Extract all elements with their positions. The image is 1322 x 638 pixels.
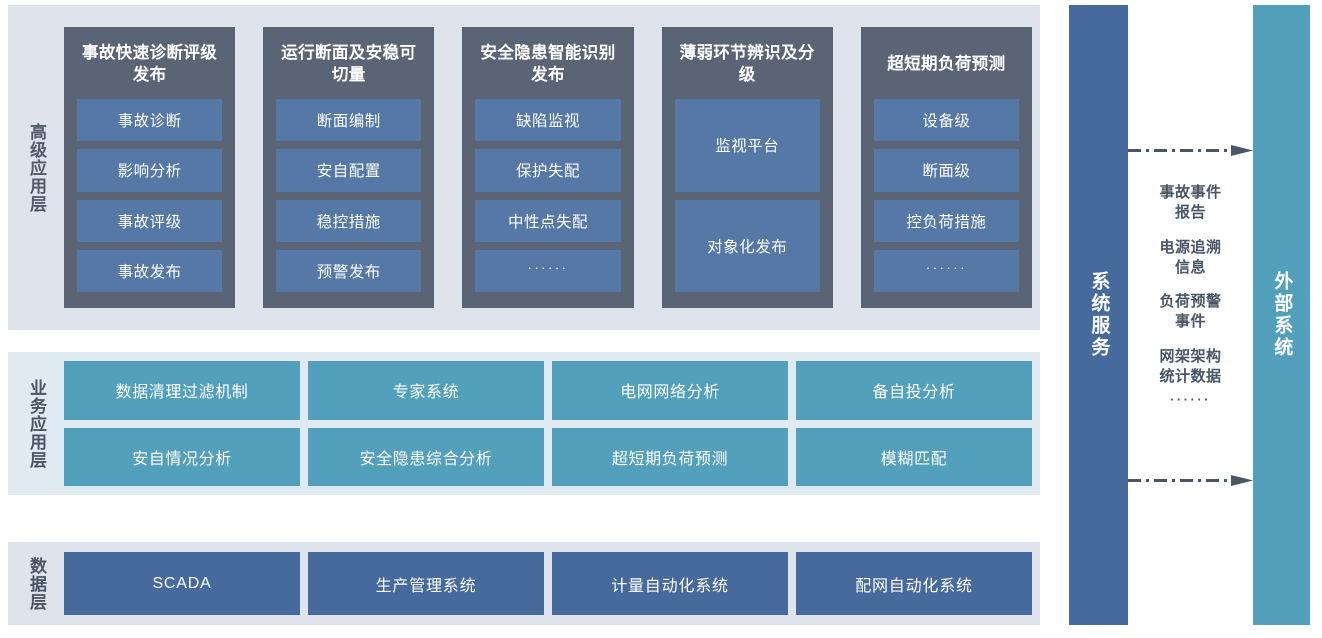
app-item[interactable]: 缺陷监视 — [475, 99, 621, 142]
app-item[interactable]: 事故诊断 — [77, 99, 223, 142]
business-application-layer: 业务应用层 数据清理过滤机制 专家系统 电网网络分析 备自投分析 安自情况分析 … — [8, 352, 1040, 495]
system-service-label: 系统服务 — [1088, 271, 1110, 359]
app-card-items: 事故诊断 影响分析 事故评级 事故发布 — [77, 99, 223, 292]
business-item[interactable]: 数据清理过滤机制 — [64, 361, 300, 420]
app-card-title: 超短期负荷预测 — [887, 54, 1006, 73]
app-item-ellipsis[interactable]: ······ — [475, 249, 621, 292]
app-item[interactable]: 事故评级 — [77, 199, 223, 242]
app-item[interactable]: 控负荷措施 — [873, 199, 1020, 242]
layer-label-data: 数据层 — [27, 556, 47, 611]
app-item[interactable]: 设备级 — [873, 99, 1020, 142]
app-item[interactable]: 断面级 — [873, 149, 1020, 192]
app-item[interactable]: 断面编制 — [276, 99, 422, 142]
layer-label-advanced: 高级应用层 — [27, 122, 47, 213]
data-item[interactable]: 计量自动化系统 — [552, 552, 788, 615]
app-card-weak-link[interactable]: 薄弱环节辨识及分级 监视平台 对象化发布 — [661, 27, 833, 308]
advanced-layer-body: 事故快速诊断评级发布 事故诊断 影响分析 事故评级 事故发布 运行断面及安稳可切… — [64, 5, 1040, 330]
app-card-safety-hazard[interactable]: 安全隐患智能识别发布 缺陷监视 保护失配 中性点失配 ······ — [462, 27, 634, 308]
app-item[interactable]: 中性点失配 — [475, 199, 621, 242]
app-card-title: 薄弱环节辨识及分级 — [679, 43, 815, 84]
flow-label-list: 事故事件 报告 电源追溯 信息 负荷预警 事件 网架架构 统计数据 ······ — [1128, 183, 1253, 409]
app-card-title: 运行断面及安稳可切量 — [281, 43, 417, 84]
flow-label: 负荷预警 事件 — [1159, 293, 1222, 331]
external-system-panel[interactable]: 外部系统 — [1253, 5, 1310, 625]
flow-arrow-bottom-icon — [1128, 475, 1253, 486]
system-service-panel[interactable]: 系统服务 — [1069, 5, 1128, 625]
app-card-ultra-short-term-load[interactable]: 超短期负荷预测 设备级 断面级 控负荷措施 ······ — [860, 27, 1033, 308]
data-layer: 数据层 SCADA 生产管理系统 计量自动化系统 配网自动化系统 — [8, 542, 1040, 625]
data-item[interactable]: SCADA — [64, 552, 300, 615]
app-item-ellipsis[interactable]: ······ — [873, 249, 1020, 292]
business-item[interactable]: 电网网络分析 — [552, 361, 788, 420]
app-item[interactable]: 预警发布 — [276, 249, 422, 292]
app-item[interactable]: 影响分析 — [77, 149, 223, 192]
app-item[interactable]: 监视平台 — [674, 99, 820, 192]
business-item[interactable]: 专家系统 — [308, 361, 544, 420]
app-card-items: 监视平台 对象化发布 — [674, 99, 820, 292]
app-item[interactable]: 对象化发布 — [674, 199, 820, 292]
flow-arrow-top-icon — [1128, 145, 1253, 156]
data-layer-body: SCADA 生产管理系统 计量自动化系统 配网自动化系统 — [64, 542, 1040, 625]
business-item[interactable]: 备自投分析 — [796, 361, 1032, 420]
advanced-application-layer: 高级应用层 事故快速诊断评级发布 事故诊断 影响分析 事故评级 事故发布 运行断… — [8, 5, 1040, 330]
business-item[interactable]: 超短期负荷预测 — [552, 427, 788, 486]
app-item[interactable]: 安自配置 — [276, 149, 422, 192]
ellipsis-dots: ······ — [925, 260, 967, 276]
app-item[interactable]: 稳控措施 — [276, 199, 422, 242]
external-system-label: 外部系统 — [1271, 271, 1293, 359]
layer-stack: 高级应用层 事故快速诊断评级发布 事故诊断 影响分析 事故评级 事故发布 运行断… — [8, 5, 1040, 625]
business-item[interactable]: 模糊匹配 — [796, 427, 1032, 486]
data-item[interactable]: 生产管理系统 — [308, 552, 544, 615]
app-card-title: 事故快速诊断评级发布 — [82, 43, 218, 84]
flow-label: 电源追溯 信息 — [1159, 238, 1222, 276]
flow-channel: 事故事件 报告 电源追溯 信息 负荷预警 事件 网架架构 统计数据 ······ — [1128, 5, 1253, 625]
flow-label-ellipsis: ······ — [1170, 392, 1211, 407]
flow-label: 网架架构 统计数据 — [1159, 347, 1222, 385]
app-item[interactable]: 事故发布 — [77, 249, 223, 292]
business-item[interactable]: 安自情况分析 — [64, 427, 300, 486]
business-item[interactable]: 安全隐患综合分析 — [308, 427, 544, 486]
app-card-items: 断面编制 安自配置 稳控措施 预警发布 — [276, 99, 422, 292]
business-layer-body: 数据清理过滤机制 专家系统 电网网络分析 备自投分析 安自情况分析 安全隐患综合… — [64, 352, 1040, 495]
ellipsis-dots: ······ — [527, 260, 569, 276]
app-card-items: 设备级 断面级 控负荷措施 ······ — [873, 99, 1020, 292]
app-card-operation-section[interactable]: 运行断面及安稳可切量 断面编制 安自配置 稳控措施 预警发布 — [263, 27, 435, 308]
data-item[interactable]: 配网自动化系统 — [796, 552, 1032, 615]
app-card-title: 安全隐患智能识别发布 — [480, 43, 616, 84]
app-card-accident-diagnosis[interactable]: 事故快速诊断评级发布 事故诊断 影响分析 事故评级 事故发布 — [64, 27, 236, 308]
app-item[interactable]: 保护失配 — [475, 149, 621, 192]
flow-label: 事故事件 报告 — [1159, 184, 1222, 222]
app-card-items: 缺陷监视 保护失配 中性点失配 ······ — [475, 99, 621, 292]
layer-label-business: 业务应用层 — [27, 378, 47, 469]
